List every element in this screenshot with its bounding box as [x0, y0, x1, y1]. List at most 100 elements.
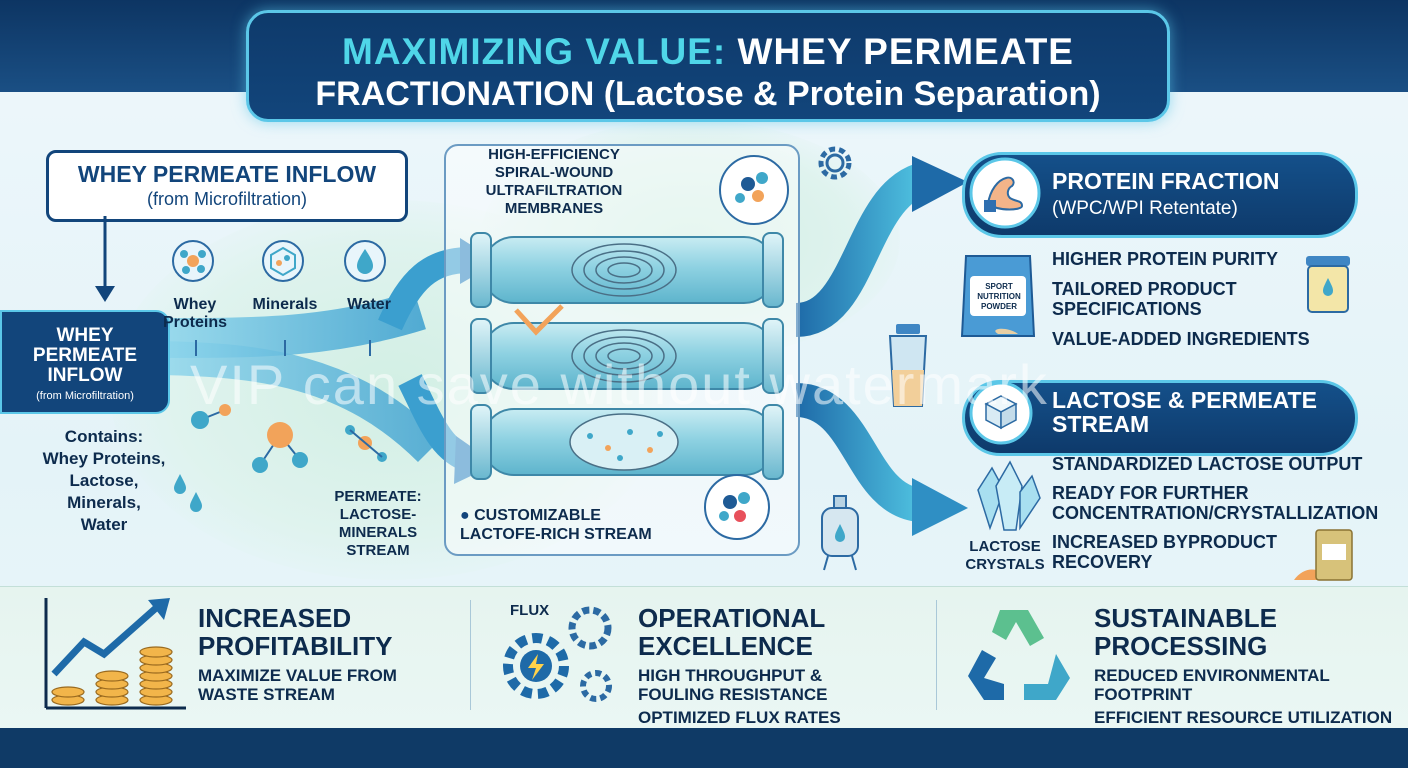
benefit-operational: OPERATIONAL EXCELLENCE HIGH THROUGHPUT &…	[638, 604, 841, 727]
lactose-crystals-label: LACTOSE CRYSTALS	[962, 538, 1048, 574]
crystal-label-line: CRYSTALS	[965, 556, 1045, 573]
benefit-sub: HIGH THROUGHPUT &	[638, 666, 823, 685]
membrane-title-line: MEMBRANES	[504, 200, 604, 217]
package-label: SPORT NUTRITION POWDER	[977, 282, 1021, 311]
protein-bullet: VALUE-ADDED INGREDIENTS	[1052, 329, 1310, 349]
sugar-cube-icon	[969, 381, 1033, 445]
contains-item: Minerals,	[67, 493, 141, 512]
growth-chart-coins-icon	[44, 598, 186, 710]
title-banner: MAXIMIZING VALUE: WHEY PERMEATE FRACTION…	[246, 10, 1170, 122]
benefit-sub: OPTIMIZED FLUX RATES	[638, 708, 841, 727]
title-highlight: MAXIMIZING VALUE:	[342, 31, 727, 72]
contains-list: Contains: Whey Proteins, Lactose, Minera…	[24, 426, 184, 536]
lactose-bullet: READY FOR FURTHER	[1052, 483, 1249, 503]
magnifier-molecule-bottom-icon	[704, 474, 770, 540]
benefit-title: PROFITABILITY	[198, 631, 393, 661]
benefit-title: OPERATIONAL	[638, 603, 826, 633]
lactose-title: LACTOSE & PERMEATE STREAM	[1052, 388, 1317, 436]
lactose-crystals-icon	[977, 460, 1041, 531]
tank-icon	[821, 495, 859, 571]
flow-streams	[159, 156, 968, 536]
permeate-label-line: PERMEATE:	[334, 488, 422, 505]
permeate-label-line: STREAM	[346, 542, 410, 559]
contains-title: Contains:	[64, 427, 144, 446]
permeate-stream-label: PERMEATE: LACTOSE- MINERALS STREAM	[322, 488, 434, 560]
stream-label-line: LACTOFE-RICH STREAM	[460, 526, 652, 543]
footer-divider	[470, 600, 471, 710]
protein-bullet: HIGHER PROTEIN PURITY	[1052, 249, 1279, 269]
membrane-title-line: HIGH-EFFICIENCY	[488, 146, 620, 163]
lactose-title-line: LACTOSE & PERMEATE	[1052, 387, 1317, 413]
inflow-tag: WHEY PERMEATE INFLOW (from Microfiltrati…	[0, 310, 170, 414]
contains-item: Water	[80, 515, 128, 534]
title-sub: (Lactose & Protein Separation)	[603, 75, 1101, 113]
benefit-sub: MAXIMIZE VALUE FROM	[198, 666, 397, 685]
membrane-tube-1	[482, 236, 776, 304]
component-label-minerals: Minerals	[252, 296, 318, 313]
benefit-sub: WASTE STREAM	[198, 685, 335, 704]
component-label-whey: Whey Proteins	[162, 296, 227, 331]
tube-cap	[762, 232, 784, 308]
lactose-title-line: STREAM	[1052, 411, 1150, 437]
contains-item: Whey Proteins,	[42, 449, 166, 468]
shaker-bottle-icon	[888, 324, 928, 407]
flux-label: FLUX	[510, 602, 550, 619]
benefit-profitability: INCREASED PROFITABILITY MAXIMIZE VALUE F…	[198, 604, 397, 704]
recycle-icon	[968, 610, 1070, 700]
membrane-tube-2	[482, 322, 776, 390]
protein-bullet: SPECIFICATIONS	[1052, 299, 1202, 319]
footer-band	[0, 728, 1408, 768]
magnifier-molecule-top-icon	[719, 155, 789, 225]
title-rest: WHEY PERMEATE	[737, 31, 1074, 72]
benefits-footer	[0, 586, 1408, 729]
stream-label-line: CUSTOMIZABLE	[474, 507, 601, 524]
permeate-label-line: MINERALS	[338, 524, 418, 541]
tube-cap	[762, 318, 784, 394]
minerals-icon	[262, 240, 304, 282]
spiral-wound-cutaway	[569, 243, 679, 471]
title-line-1: MAXIMIZING VALUE: WHEY PERMEATE	[249, 31, 1167, 73]
sport-nutrition-package-icon	[960, 255, 1036, 337]
gear-icon	[818, 146, 852, 180]
contains-item: Lactose,	[69, 471, 139, 490]
flexed-arm-icon	[969, 157, 1041, 229]
protein-bullet: TAILORED PRODUCT	[1052, 279, 1237, 299]
permeate-label-line: LACTOSE-	[339, 506, 417, 523]
tube-cap	[762, 404, 784, 480]
lactose-bullet: STANDARDIZED LACTOSE OUTPUT	[1052, 454, 1363, 474]
whey-proteins-icon	[172, 240, 214, 282]
benefit-sub: FOULING RESISTANCE	[638, 685, 828, 704]
benefit-sustainable: SUSTAINABLE PROCESSING REDUCED ENVIRONME…	[1094, 604, 1392, 727]
benefit-sub: EFFICIENT RESOURCE UTILIZATION	[1094, 708, 1393, 727]
water-droplets-icon	[174, 474, 202, 512]
title-line-2: FRACTIONATION (Lactose & Protein Separat…	[249, 75, 1167, 114]
inflow-tag-line-2: PERMEATE	[32, 345, 138, 366]
water-drop-icon	[344, 240, 386, 282]
crystal-label-line: LACTOSE	[969, 538, 1041, 555]
inflow-tag-sub: (from Microfiltration)	[36, 390, 134, 402]
powder-jar-icon	[1306, 256, 1350, 313]
protein-subtitle: (WPC/WPI Retentate)	[1052, 198, 1238, 219]
component-label-water: Water	[347, 296, 391, 313]
benefit-sub: FOOTPRINT	[1094, 685, 1193, 704]
lactose-bullet: RECOVERY	[1052, 552, 1153, 572]
watermark-text: VIP can save without watermark	[190, 353, 1049, 416]
inflow-down-arrow	[95, 216, 115, 302]
benefit-title: PROCESSING	[1094, 631, 1268, 661]
stream-label: ● CUSTOMIZABLE LACTOFE-RICH STREAM	[460, 506, 730, 544]
benefit-sub: REDUCED ENVIRONMENTAL	[1094, 666, 1330, 685]
title-main: FRACTIONATION	[315, 75, 595, 113]
membrane-title: HIGH-EFFICIENCY SPIRAL-WOUND ULTRAFILTRA…	[444, 146, 664, 218]
tube-cap	[470, 318, 492, 394]
inflow-title: WHEY PERMEATE INFLOW	[77, 161, 377, 187]
gears-flux-icon	[503, 606, 612, 702]
footer-divider	[936, 600, 937, 710]
tube-cap	[470, 404, 492, 480]
inflow-subtitle: (from Microfiltration)	[146, 189, 307, 209]
protein-title: PROTEIN FRACTION	[1052, 168, 1280, 194]
inflow-label-box: WHEY PERMEATE INFLOW (from Microfiltrati…	[46, 150, 408, 222]
inflow-tag-line-3: INFLOW	[47, 365, 123, 386]
benefit-title: EXCELLENCE	[638, 631, 813, 661]
benefit-title: INCREASED	[198, 603, 352, 633]
molecule-cluster-icon	[191, 404, 387, 473]
